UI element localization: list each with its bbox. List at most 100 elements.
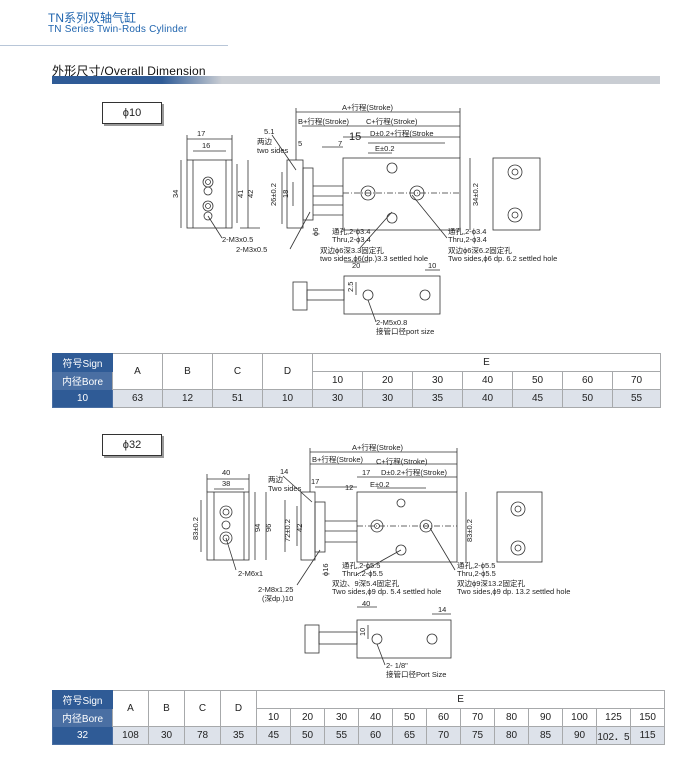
col-d: D [220, 690, 257, 727]
end-view-outline [206, 491, 250, 561]
dim-41: 41 [236, 190, 245, 198]
e-value: 102．5 [596, 726, 631, 745]
dim-d: D±0.2+行程(Stroke) [381, 467, 448, 477]
e-value: 60 [358, 726, 393, 745]
label-settled2-en: Two sides,ϕ6 dp. 6.2 settled hole [448, 254, 557, 263]
e-stroke: 150 [629, 708, 666, 727]
dim-17: 17 [197, 129, 205, 138]
label-thru2-en: Thru,2-ϕ3.4 [448, 235, 487, 244]
dim-42: 42 [246, 190, 255, 198]
label-settled2-cn: 双边ϕ6深6.2固定孔 [448, 245, 512, 255]
e-value: 70 [426, 726, 461, 745]
label-settled1-en: Two sides,ϕ9 dp. 5.4 settled hole [332, 587, 441, 596]
dim-a: A+行程(Stroke) [342, 102, 394, 112]
e-stroke: 90 [528, 708, 563, 727]
bore-value: 10 [52, 389, 113, 408]
dim-40: 40 [222, 468, 230, 477]
e-stroke: 125 [596, 708, 631, 727]
label-thru2-en: Thru,2-ϕ5.5 [457, 569, 496, 578]
dim-d: D±0.2+行程(Stroke [370, 128, 434, 138]
e-stroke: 10 [312, 371, 363, 390]
label-port: 2- 1/8" [386, 661, 408, 670]
value-d: 35 [220, 726, 257, 745]
dim-5-1: 5.1 [264, 127, 274, 136]
drawing-phi32: 40 38 83±0.2 94 96 2-M6x1 2-M8x1.25 (深dp… [191, 442, 570, 679]
dim-15: 15 [349, 131, 361, 143]
e-stroke: 10 [256, 708, 291, 727]
dimension-table-32: 符号Sign A B C D E 内径Bore 10 20 30 40 50 6… [52, 690, 666, 745]
col-b: B [148, 690, 185, 727]
label-thru1-en: Thru..2-ϕ5.5 [342, 569, 383, 578]
label-settled1-cn: 双边、9深5.4固定孔 [332, 578, 400, 588]
value-c: 78 [184, 726, 221, 745]
label-settled2-cn: 双边ϕ9深13.2固定孔 [457, 578, 525, 588]
e-value: 55 [324, 726, 359, 745]
section-title: 外形尺寸/Overall Dimension [52, 64, 206, 78]
drawing-phi10: 17 16 34 41 42 2-M3x0.5 2-M3x0.5 5.1 两边 … [171, 102, 557, 336]
dim-b: B+行程(Stroke) [312, 454, 364, 464]
e-value: 35 [412, 389, 463, 408]
dim-e: E±0.2 [375, 144, 395, 153]
dim-c: C+行程(Stroke) [376, 456, 428, 466]
e-value: 50 [562, 389, 613, 408]
e-value: 115 [629, 726, 666, 745]
label-settled1-cn: 双边ϕ6深3.3固定孔 [320, 245, 384, 255]
label-settled2-en: Two sides,ϕ9 dp. 13.2 settled hole [457, 587, 570, 596]
label-thru1-cn: 通孔,2-ϕ3.4 [332, 226, 370, 236]
value-a: 108 [112, 726, 149, 745]
label-two-sides-cn: 两边 [268, 475, 283, 484]
col-c: C [184, 690, 221, 727]
dim-83-r: 83±0.2 [465, 519, 474, 542]
label-m6: 2-M6x1 [238, 569, 263, 578]
e-stroke: 80 [494, 708, 529, 727]
e-value: 90 [562, 726, 597, 745]
dim-96: 96 [264, 524, 273, 532]
cylinder-body [356, 491, 458, 563]
dim-17b: 17 [362, 468, 370, 477]
bore-value: 32 [52, 726, 113, 745]
port-hole [202, 176, 214, 188]
e-stroke: 70 [611, 371, 662, 390]
dim-7: 7 [338, 139, 342, 148]
series-title-en: TN Series Twin-Rods Cylinder [48, 24, 188, 35]
dim-14b: 14 [438, 605, 446, 614]
e-stroke: 20 [362, 371, 413, 390]
dim-c: C+行程(Stroke) [366, 116, 418, 126]
value-c: 51 [212, 389, 263, 408]
header-symbol: 符号Sign [52, 353, 113, 372]
dim-26: 26±0.2 [269, 183, 278, 206]
cylinder-body [342, 157, 461, 231]
header-symbol: 符号Sign [52, 690, 113, 709]
e-stroke: 70 [460, 708, 495, 727]
label-port-cn: 接管口径port size [376, 326, 434, 336]
dim-16: 16 [202, 141, 210, 150]
col-d: D [262, 353, 313, 390]
dim-5: 5 [298, 139, 302, 148]
e-value: 45 [512, 389, 563, 408]
dim-14: 14 [280, 467, 288, 476]
header-bore: 内径Bore [52, 371, 113, 390]
dim-38: 38 [222, 479, 230, 488]
dimension-table-10: 符号Sign A B C D E 内径Bore 10 20 30 40 50 6… [52, 353, 662, 408]
dim-10: 10 [358, 628, 367, 636]
bore-label-32: ϕ32 [102, 434, 162, 456]
col-a: A [112, 353, 163, 390]
e-stroke: 60 [426, 708, 461, 727]
e-stroke: 60 [562, 371, 613, 390]
label-m3-a: 2-M3x0.5 [222, 235, 253, 244]
dim-72: 72±0.2 [283, 519, 292, 542]
dim-phi6: ϕ6 [311, 228, 320, 236]
e-stroke: 20 [290, 708, 325, 727]
col-c: C [212, 353, 263, 390]
label-thru1-en: Thru,2-ϕ3.4 [332, 235, 371, 244]
dim-a: A+行程(Stroke) [352, 442, 404, 452]
dim-34-r: 34±0.2 [471, 183, 480, 206]
e-value: 40 [462, 389, 513, 408]
e-value: 85 [528, 726, 563, 745]
label-port: 2-M5x0.8 [376, 318, 407, 327]
header-divider [0, 45, 228, 46]
top-view-body [356, 619, 452, 659]
e-stroke: 100 [562, 708, 597, 727]
label-thru2-cn: 通孔,2-ϕ3.4 [448, 226, 486, 236]
e-value: 50 [290, 726, 325, 745]
